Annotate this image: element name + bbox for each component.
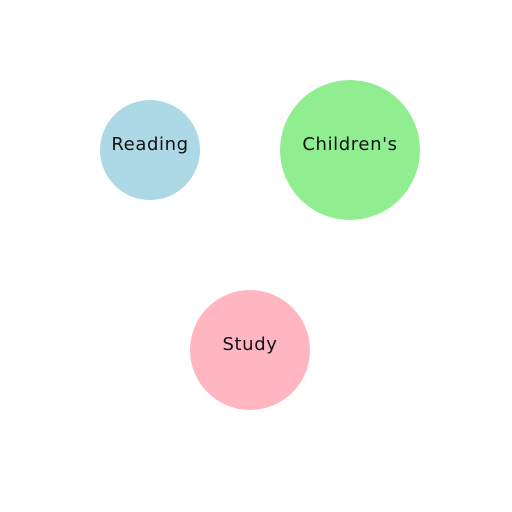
bubble-reading-label: Reading [111, 134, 188, 155]
bubble-reading[interactable]: Reading [100, 100, 200, 200]
bubble-study-label: Study [223, 334, 278, 355]
bubble-childrens-label: Children's [302, 134, 397, 155]
bubble-study-circle [190, 290, 310, 410]
bubble-childrens-circle [280, 80, 420, 220]
bubble-childrens[interactable]: Children's [280, 80, 420, 220]
bubble-study[interactable]: Study [190, 290, 310, 410]
bubble-reading-circle [100, 100, 200, 200]
